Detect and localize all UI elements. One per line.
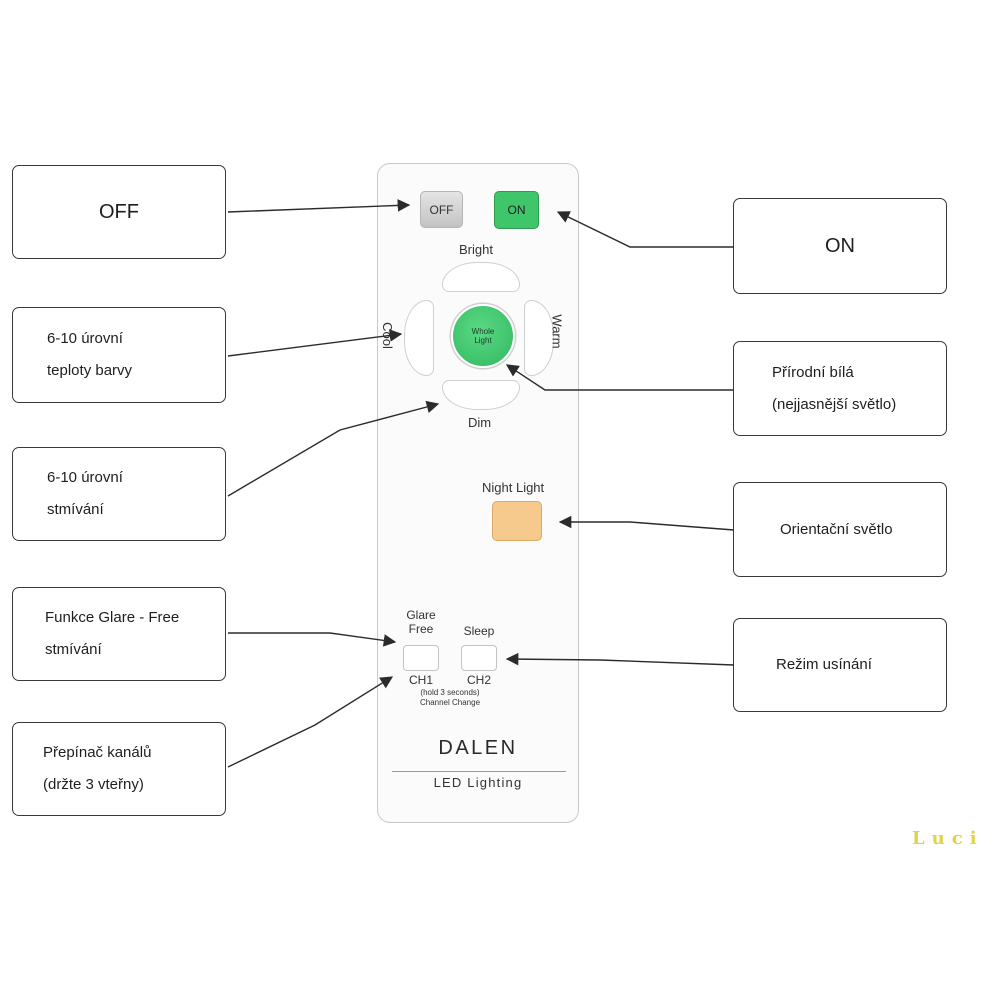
brand-subtitle: LED Lighting xyxy=(433,775,523,790)
night-light-label: Night Light xyxy=(482,480,545,495)
arrow-dimming xyxy=(227,400,440,497)
glare-free-line2: Free xyxy=(408,622,434,636)
callout-channel-switch-text: Přepínač kanálů (držte 3 vteřny) xyxy=(43,744,152,793)
glare-free-label: Glare Free xyxy=(398,608,444,636)
whole-light-line1: Whole xyxy=(471,327,495,336)
cool-button[interactable] xyxy=(404,300,434,376)
callout-night-light-text: Orientační světlo xyxy=(780,520,893,538)
on-button[interactable]: ON xyxy=(494,191,539,229)
glare-free-ch1-button[interactable] xyxy=(403,645,439,671)
callout-dimming-text: 6-10 úrovní stmívání xyxy=(47,469,123,518)
arrow-color-temperature xyxy=(227,329,403,357)
night-light-button[interactable] xyxy=(492,501,542,541)
arrow-on xyxy=(556,211,734,248)
callout-natural-white: Přírodní bílá (nejjasnější světlo) xyxy=(733,341,947,436)
arrow-channel-switch xyxy=(227,676,394,768)
callout-color-temperature-text: 6-10 úrovní teploty barvy xyxy=(47,330,133,379)
ch1-label: CH1 xyxy=(408,673,433,687)
callout-glare-free: Funkce Glare - Free stmívání xyxy=(12,587,226,681)
callout-sleep-mode: Režim usínání xyxy=(733,618,947,712)
on-button-label: ON xyxy=(507,203,526,217)
off-button-label: OFF xyxy=(429,202,454,217)
arrow-night-light xyxy=(558,515,735,531)
dim-label: Dim xyxy=(468,415,492,430)
callout-off-text: OFF xyxy=(99,201,139,223)
callout-color-temperature: 6-10 úrovní teploty barvy xyxy=(12,307,226,403)
arrow-natural-white xyxy=(505,364,734,391)
hold-channel-label: (hold 3 seconds) Channel Change xyxy=(400,688,500,708)
ch2-label: CH2 xyxy=(466,673,491,687)
callout-on: ON xyxy=(733,198,947,294)
hold-line2: Channel Change xyxy=(419,698,481,707)
callout-channel-switch: Přepínač kanálů (držte 3 vteřny) xyxy=(12,722,226,816)
brand-logo: DALEN xyxy=(438,737,518,759)
callout-off: OFF xyxy=(12,165,226,259)
callout-natural-white-text: Přírodní bílá (nejjasnější světlo) xyxy=(772,363,897,413)
bright-label: Bright xyxy=(459,242,493,257)
hold-line1: (hold 3 seconds) xyxy=(420,688,480,697)
sleep-ch2-button[interactable] xyxy=(461,645,497,671)
whole-light-button[interactable]: Whole Light xyxy=(451,304,515,368)
callout-dimming: 6-10 úrovní stmívání xyxy=(12,447,226,541)
callout-glare-free-text: Funkce Glare - Free stmívání xyxy=(45,609,180,658)
arrow-glare-free xyxy=(228,632,397,647)
sleep-label: Sleep xyxy=(463,624,495,638)
off-button[interactable]: OFF xyxy=(420,191,463,228)
whole-light-line2: Light xyxy=(474,336,492,345)
watermark: Luci xyxy=(912,828,984,849)
glare-free-line1: Glare xyxy=(406,608,436,622)
arrow-off xyxy=(227,199,411,213)
arrow-sleep-mode xyxy=(505,652,735,666)
callout-sleep-mode-text: Režim usínání xyxy=(776,656,872,673)
remote-control: OFF ON Bright Cool Warm Whole Light Dim … xyxy=(377,163,579,823)
brand-divider xyxy=(392,771,566,772)
callout-on-text: ON xyxy=(825,235,855,257)
